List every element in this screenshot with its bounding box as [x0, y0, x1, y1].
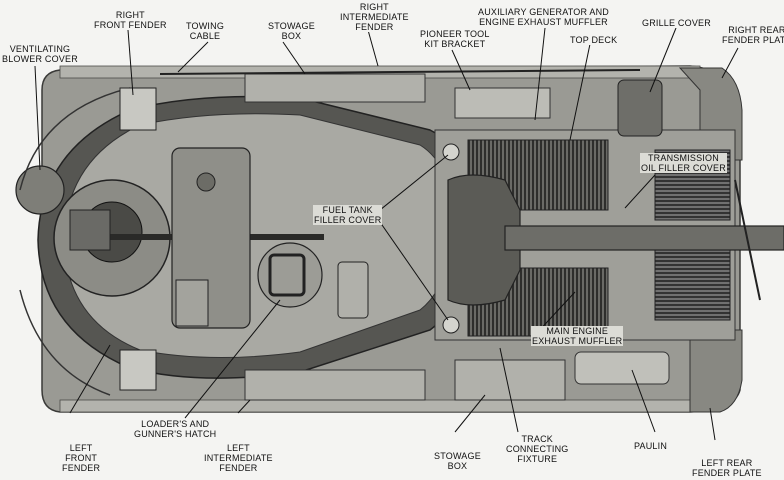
label-transmission-oil-filler-cover: TRANSMISSION OIL FILLER COVER — [640, 153, 727, 173]
label-paulin: PAULIN — [634, 441, 668, 451]
hatch-plate — [175, 279, 209, 327]
label-left-rear-fender-plate: LEFT REAR FENDER PLATE — [692, 458, 762, 478]
stowage-box-left-shape — [244, 369, 426, 401]
label-loaders-gunners-hatch: LOADER'S AND GUNNER'S HATCH — [134, 419, 217, 439]
loader-hatch-handle — [268, 253, 306, 297]
left-rear-fender-plate-shape — [689, 329, 743, 413]
ventilating-blower — [15, 165, 65, 215]
label-right-front-fender: RIGHT FRONT FENDER — [94, 10, 167, 30]
label-top-deck: TOP DECK — [570, 35, 618, 45]
label-stowage-box-bottom: STOWAGE BOX — [434, 451, 481, 471]
label-grille-cover: GRILLE COVER — [642, 18, 711, 28]
label-auxiliary-generator: AUXILIARY GENERATOR AND ENGINE EXHAUST M… — [478, 7, 609, 27]
label-left-front-fender: LEFT FRONT FENDER — [62, 443, 101, 473]
gun-mount — [69, 209, 111, 251]
turret-rail — [19, 87, 131, 191]
label-right-rear-fender-plate: RIGHT REAR FENDER PLATE — [722, 25, 784, 45]
loader-hatch — [257, 242, 323, 308]
jerry-can-top — [119, 87, 157, 131]
vision-port — [196, 172, 216, 192]
label-ventilating-blower-cover: VENTILATING BLOWER COVER — [2, 44, 78, 64]
main-gun-barrel — [504, 225, 784, 251]
label-right-intermediate-fender: RIGHT INTERMEDIATE FENDER — [340, 2, 409, 32]
label-left-intermediate-fender: LEFT INTERMEDIATE FENDER — [204, 443, 273, 473]
pioneer-tool-bracket — [454, 87, 551, 119]
jerry-can-bottom — [119, 349, 157, 391]
label-towing-cable: TOWING CABLE — [186, 21, 225, 41]
fuel-filler-cap-bottom — [442, 316, 460, 334]
label-main-engine-exhaust-muffler: MAIN ENGINE EXHAUST MUFFLER — [531, 326, 624, 346]
label-track-connecting-fixture: TRACK CONNECTING FIXTURE — [506, 434, 569, 464]
label-stowage-box-top: STOWAGE BOX — [268, 21, 315, 41]
label-pioneer-tool-kit-bracket: PIONEER TOOL KIT BRACKET — [420, 29, 490, 49]
rear-tow-bar — [734, 179, 761, 301]
stowage-box-top-shape — [244, 73, 426, 103]
gun-shield — [447, 174, 521, 306]
towing-cable — [159, 69, 641, 75]
turret-rail-2 — [19, 289, 111, 396]
left-fender-strip — [59, 399, 701, 413]
paulin-roll — [574, 351, 670, 385]
label-fuel-tank-filler-cover: FUEL TANK FILLER COVER — [313, 205, 383, 225]
side-grille-bottom — [654, 249, 731, 321]
grille-cover-bundle — [617, 79, 663, 137]
periscope-box — [337, 261, 369, 319]
